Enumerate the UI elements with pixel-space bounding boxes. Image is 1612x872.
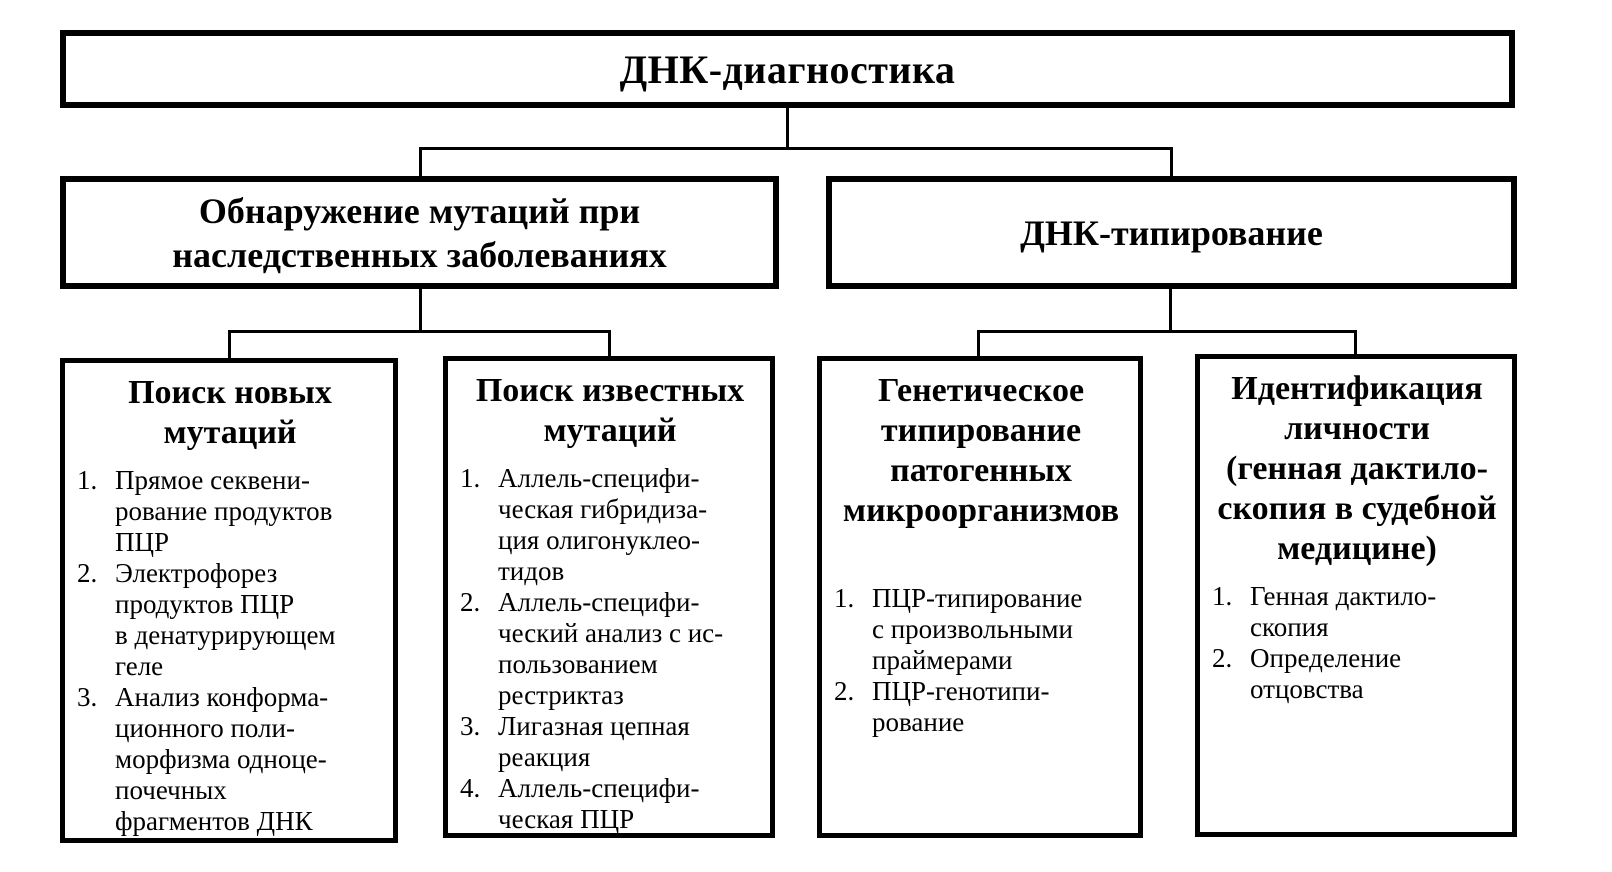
item-number: 1. xyxy=(77,465,98,495)
connector-right-horizontal xyxy=(977,330,1357,333)
item-number: 2. xyxy=(77,558,98,588)
item-number: 2. xyxy=(460,587,481,617)
leaf-box-new-mutations: Поиск новых мутаций 1. Прямое секвени- р… xyxy=(60,358,398,843)
list-item: 1. Прямое секвени- рование продуктов ПЦР xyxy=(77,465,383,558)
list-item: 2. Электрофорез продуктов ПЦР в денатури… xyxy=(77,558,383,682)
item-number: 3. xyxy=(460,711,481,741)
connector-root-stem xyxy=(786,108,789,147)
connector-branch-right-stem xyxy=(1170,147,1173,176)
connector-left-horizontal xyxy=(228,330,611,333)
item-number: 4. xyxy=(460,773,481,803)
item-text: Прямое секвени- рование продуктов ПЦР xyxy=(115,465,333,557)
list-item: 3. Лигазная цепная реакция xyxy=(460,711,760,773)
list-item: 2. Определение отцовства xyxy=(1212,643,1502,705)
leaf-title-pathogen-typing: Генетическое типирование патогенных микр… xyxy=(842,372,1120,529)
leaf-list-known-mutations: 1. Аллель-специфи- ческая гибридиза- ция… xyxy=(460,463,760,835)
root-title: ДНК-диагностика xyxy=(619,46,956,92)
item-number: 2. xyxy=(834,676,855,706)
item-number: 1. xyxy=(460,463,481,493)
branch-box-dna-typing: ДНК-типирование xyxy=(826,176,1517,289)
leaf-box-pathogen-typing: Генетическое типирование патогенных микр… xyxy=(817,356,1143,838)
connector-leaf1-stem xyxy=(228,330,231,358)
branch-title-dna-typing: ДНК-типирование xyxy=(1020,212,1323,253)
connector-left-branch-stem xyxy=(419,289,422,330)
item-number: 1. xyxy=(834,583,855,613)
list-item: 2. ПЦР-генотипи- рование xyxy=(834,676,1128,738)
item-text: Генная дактило- скопия xyxy=(1250,581,1437,642)
connector-branch-left-stem xyxy=(419,147,422,176)
leaf-list-pathogen-typing: 1. ПЦР-типирование с произвольными прайм… xyxy=(834,583,1128,738)
root-box: ДНК-диагностика xyxy=(60,30,1515,108)
connector-leaf3-stem xyxy=(977,330,980,358)
list-item: 4. Аллель-специфи- ческая ПЦР xyxy=(460,773,760,835)
leaf-list-new-mutations: 1. Прямое секвени- рование продуктов ПЦР… xyxy=(77,465,383,837)
leaf-title-new-mutations: Поиск новых мутаций xyxy=(128,374,332,451)
item-text: ПЦР-генотипи- рование xyxy=(872,676,1050,737)
item-number: 1. xyxy=(1212,581,1233,611)
item-text: Электрофорез продуктов ПЦР в денатурирую… xyxy=(115,558,336,681)
connector-leaf2-stem xyxy=(608,330,611,358)
list-item: 1. Генная дактило- скопия xyxy=(1212,581,1502,643)
item-number: 3. xyxy=(77,682,98,712)
list-item: 1. Аллель-специфи- ческая гибридиза- ция… xyxy=(460,463,760,587)
leaf-title-known-mutations: Поиск известных мутаций xyxy=(475,372,745,449)
leaf-list-identity: 1. Генная дактило- скопия 2. Определение… xyxy=(1212,581,1502,705)
connector-leaf4-stem xyxy=(1354,330,1357,356)
branch-box-mutation-detection: Обнаружение мутаций при наследственных з… xyxy=(60,176,779,289)
item-text: Анализ конформа- ционного поли- морфизма… xyxy=(115,682,329,836)
leaf-title-identity: Идентификация личности (генная дактило- … xyxy=(1217,370,1497,567)
list-item: 1. ПЦР-типирование с произвольными прайм… xyxy=(834,583,1128,676)
leaf-box-known-mutations: Поиск известных мутаций 1. Аллель-специф… xyxy=(443,356,775,838)
item-text: Определение отцовства xyxy=(1250,643,1402,704)
item-text: Аллель-специфи- ческий анализ с ис- поль… xyxy=(498,587,724,710)
item-text: Лигазная цепная реакция xyxy=(498,711,690,772)
list-item: 3. Анализ конформа- ционного поли- морфи… xyxy=(77,682,383,837)
connector-level1-horizontal xyxy=(419,147,1173,150)
branch-title-mutation-detection: Обнаружение мутаций при наследственных з… xyxy=(172,190,667,275)
item-text: ПЦР-типирование с произвольными праймера… xyxy=(872,583,1083,675)
connector-right-branch-stem xyxy=(1169,289,1172,330)
list-item: 2. Аллель-специфи- ческий анализ с ис- п… xyxy=(460,587,760,711)
item-number: 2. xyxy=(1212,643,1233,673)
item-text: Аллель-специфи- ческая ПЦР xyxy=(498,773,700,834)
leaf-box-identity: Идентификация личности (генная дактило- … xyxy=(1195,354,1517,837)
item-text: Аллель-специфи- ческая гибридиза- ция ол… xyxy=(498,463,708,586)
